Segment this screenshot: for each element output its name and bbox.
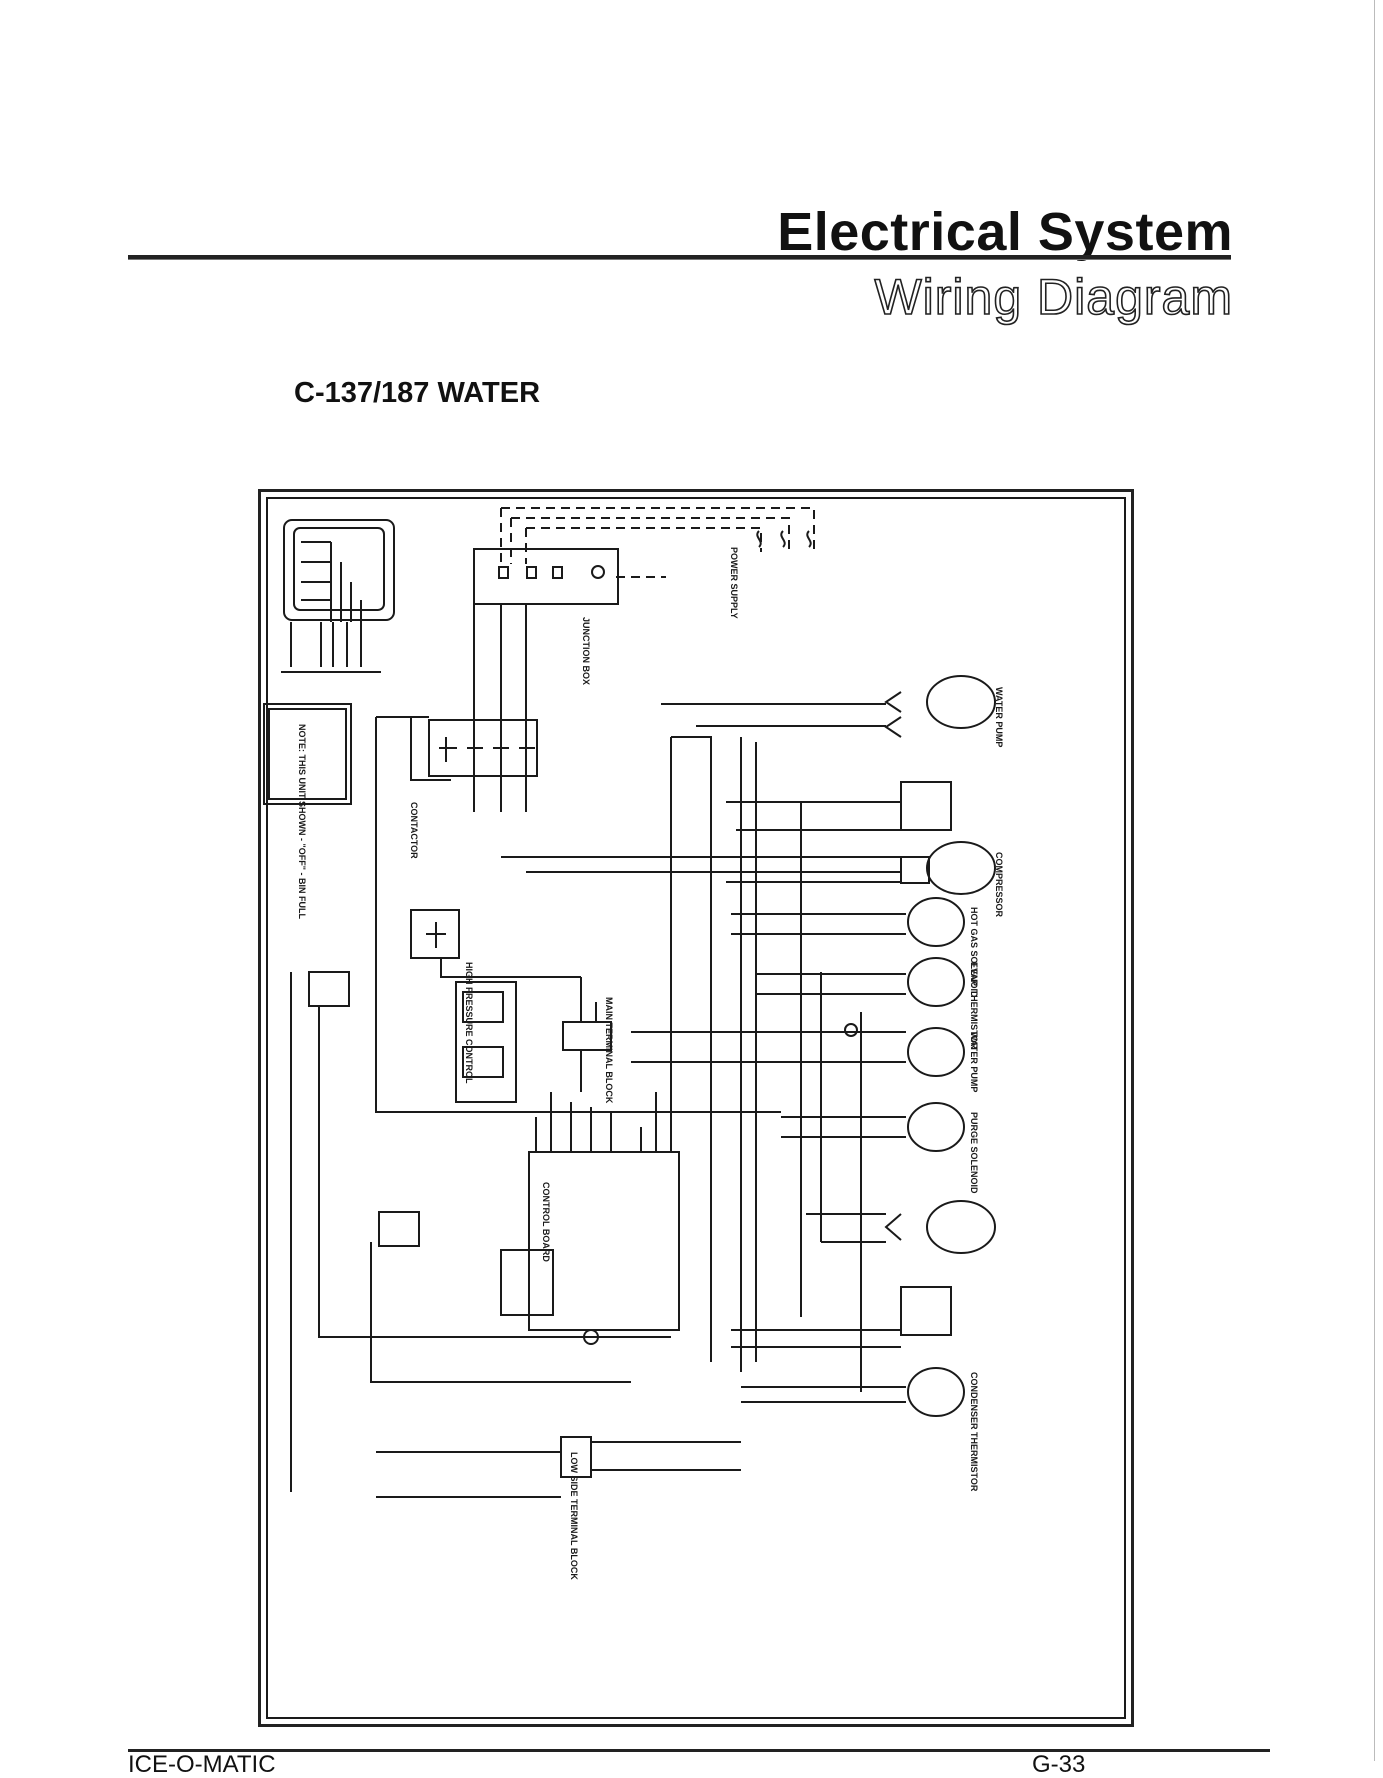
water-pump-motor bbox=[907, 1027, 965, 1077]
svg-text:PURGE SOLENOID: PURGE SOLENOID bbox=[969, 1112, 979, 1194]
ground-symbol bbox=[591, 565, 605, 579]
bin-switch-2 bbox=[308, 971, 350, 1007]
section-title: Electrical System bbox=[777, 202, 1233, 262]
page-edge-line bbox=[1374, 0, 1375, 1761]
diagram-inner-border bbox=[266, 497, 1126, 1719]
control-board bbox=[528, 1151, 680, 1331]
svg-text:JUNCTION BOX: JUNCTION BOX bbox=[581, 617, 591, 685]
note-box bbox=[263, 703, 352, 805]
hot-gas-solenoid bbox=[907, 897, 965, 947]
svg-text:HOT GAS SOLENOID: HOT GAS SOLENOID bbox=[969, 907, 979, 998]
water-pump-2 bbox=[926, 1200, 996, 1254]
main-power-lines bbox=[473, 604, 527, 812]
compressor bbox=[926, 841, 996, 895]
bin-switch-box bbox=[283, 519, 395, 621]
junction-terminal-3 bbox=[552, 566, 563, 579]
svg-text:COMPRESSOR: COMPRESSOR bbox=[994, 852, 1004, 918]
condenser-fan-motor bbox=[907, 1367, 965, 1417]
high-pressure-control bbox=[410, 909, 460, 959]
supply-wire-2 bbox=[780, 530, 786, 548]
svg-text:WATER PUMP: WATER PUMP bbox=[994, 687, 1004, 747]
relay-left bbox=[378, 1211, 420, 1247]
terminal-block-low-side bbox=[560, 1436, 592, 1478]
svg-text:CONTROL BOARD: CONTROL BOARD bbox=[541, 1182, 551, 1262]
svg-text:WATER PUMP: WATER PUMP bbox=[969, 1032, 979, 1092]
fan-switch-1 bbox=[900, 1286, 952, 1336]
footer-page-number: G-33 bbox=[1032, 1751, 1086, 1778]
supply-wire-1 bbox=[756, 530, 762, 548]
wiring-diagram-drawing: NOTE: THIS UNIT SHOWN - "OFF" - BIN FULL… bbox=[263, 497, 1126, 1719]
svg-text:POWER SUPPLY: POWER SUPPLY bbox=[729, 547, 739, 619]
footer-brand: ICE-O-MATIC bbox=[128, 1751, 276, 1778]
ground-lug bbox=[844, 1023, 858, 1037]
note-box-text: NOTE: THIS UNIT SHOWN - "OFF" - BIN FULL bbox=[297, 724, 307, 920]
header-rule bbox=[128, 255, 1231, 260]
model-title: C-137/187 WATER bbox=[294, 377, 541, 409]
left-wiring-bus bbox=[375, 716, 781, 1113]
svg-text:HIGH PRESSURE CONTROL: HIGH PRESSURE CONTROL bbox=[464, 962, 474, 1084]
junction-terminal-2 bbox=[526, 566, 537, 579]
svg-text:CONDENSER THERMISTOR: CONDENSER THERMISTOR bbox=[969, 1372, 979, 1492]
power-supply-dashed-wiring bbox=[500, 507, 815, 578]
svg-text:MAIN TERMINAL BLOCK: MAIN TERMINAL BLOCK bbox=[604, 997, 614, 1104]
junction-terminal-1 bbox=[498, 566, 509, 579]
selector-switch bbox=[455, 981, 517, 1103]
contactor bbox=[428, 719, 538, 777]
footer-rule bbox=[128, 1749, 1270, 1752]
control-board-sub bbox=[500, 1249, 554, 1316]
svg-text:LOW SIDE TERMINAL BLOCK: LOW SIDE TERMINAL BLOCK bbox=[569, 1452, 579, 1580]
wiring-diagram: NOTE: THIS UNIT SHOWN - "OFF" - BIN FULL… bbox=[258, 489, 1134, 1727]
section-subtitle: Wiring Diagram bbox=[874, 269, 1233, 325]
water-pump-1 bbox=[926, 675, 996, 729]
svg-text:EVAP. THERMISTOR: EVAP. THERMISTOR bbox=[969, 962, 979, 1050]
terminal-block-main bbox=[562, 1021, 612, 1051]
purge-solenoid bbox=[907, 1102, 965, 1152]
svg-text:CONTACTOR: CONTACTOR bbox=[409, 802, 419, 859]
fan-switch-2 bbox=[900, 781, 952, 831]
evaporator-fan-motor bbox=[907, 957, 965, 1007]
supply-wire-3 bbox=[806, 530, 812, 548]
junction-box bbox=[473, 548, 619, 605]
